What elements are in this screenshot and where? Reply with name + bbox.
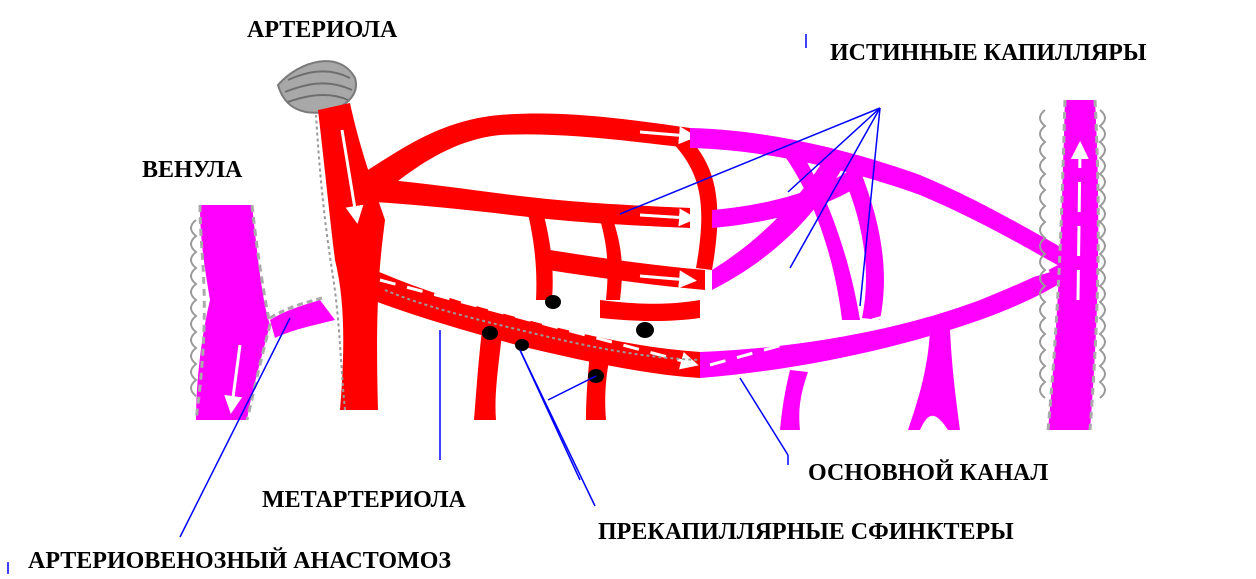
label-true-capillaries: ИСТИННЫЕ КАПИЛЛЯРЫ bbox=[830, 41, 1146, 65]
label-venule: ВЕНУЛА bbox=[142, 158, 242, 182]
venule-vessel bbox=[196, 205, 270, 420]
label-metarteriole: МЕТАРТЕРИОЛА bbox=[262, 488, 466, 512]
label-arteriole: АРТЕРИОЛА bbox=[247, 18, 397, 42]
anastomosis-vessel bbox=[270, 298, 335, 338]
venous-network bbox=[690, 100, 1098, 430]
label-precapillary-sphincters: ПРЕКАПИЛЛЯРНЫЕ СФИНКТЕРЫ bbox=[598, 520, 1014, 544]
label-main-channel: ОСНОВНОЙ КАНАЛ bbox=[808, 461, 1048, 485]
label-arteriovenous-anastomosis: АРТЕРИОВЕНОЗНЫЙ АНАСТОМОЗ bbox=[28, 549, 451, 573]
arterial-network bbox=[318, 103, 717, 420]
